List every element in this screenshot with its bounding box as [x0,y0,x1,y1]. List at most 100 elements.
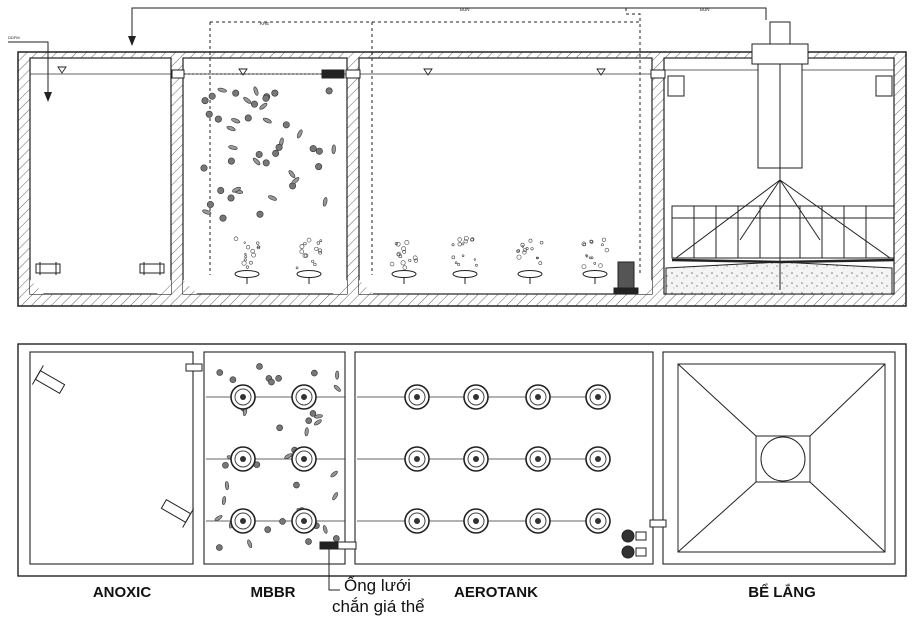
media-carrier [244,114,252,122]
plan-mixer-bottom [160,498,195,528]
disc-diffuser-ring [408,512,426,530]
disc-diffuser-center [301,456,307,462]
air-bubble [389,261,395,267]
media-carrier [293,481,300,489]
fillet [638,280,652,294]
settling-hopper [677,363,886,553]
media-carrier [276,424,283,432]
fillet [30,280,44,294]
disc-diffuser-center [535,518,541,524]
media-carrier [275,143,283,151]
media-carrier [216,369,224,376]
disc-diffuser-center [301,518,307,524]
disc-diffuser-ring [467,450,485,468]
air-bubble [601,243,604,247]
media-carrier [229,376,237,383]
disc-diffuser-ring [295,388,313,406]
media-carrier [253,86,259,96]
air-bubble [470,237,475,242]
air-bubble [302,253,308,258]
air-bubble [601,237,606,242]
disc-diffuser-center [473,456,479,462]
media-carrier [331,144,336,155]
media-carrier [262,159,270,167]
media-carrier [214,515,223,522]
air-bubble [319,239,323,243]
disc-diffuser-ring [234,388,252,406]
air-bubble [457,237,462,242]
media-carrier [227,194,235,202]
media-carrier [232,186,241,193]
disc-diffuser-ring [589,512,607,530]
air-bubble [604,247,609,253]
air-bubble [396,251,402,257]
air-bubble [585,254,588,257]
air-line-labels: BUN BUN KHE [260,7,710,26]
media-carrier [206,201,214,209]
air-bubble [473,258,476,261]
media-carrier [304,427,309,437]
media-carrier [228,145,238,150]
disc-diffuser-center [301,394,307,400]
air-bubble [313,262,317,266]
media-carrier [288,170,296,179]
disc-diffuser-ring [529,388,547,406]
media-carrier [333,535,340,542]
media-carrier [221,496,227,506]
air-bubble [412,255,418,261]
water-level-markers [57,66,606,76]
media-carrier [200,164,208,172]
disc-diffuser-center [414,394,420,400]
disc-diffuser-ring [408,388,426,406]
media-carrier [219,214,227,222]
disc-diffuser-ring [295,512,313,530]
media-carrier [255,150,263,158]
media-carrier [262,117,272,124]
inlet-arrow [128,36,136,46]
media-carrier [325,87,333,95]
air-bubble [299,249,305,254]
air-bubble [250,248,256,254]
air-bubble [475,263,478,267]
disc-diffuser-center [473,518,479,524]
media-carrier [322,525,328,534]
media-carrier [309,145,317,153]
section-diffusers [233,235,609,284]
air-bubble [408,258,412,262]
media-carrier [205,110,213,118]
media-carrier [201,97,209,105]
media-carrier [216,544,223,551]
air-bubble [536,256,539,260]
media-carrier [291,177,300,185]
media-carrier [224,481,229,491]
media-carrier [282,121,290,129]
air-bubble [581,241,587,247]
air-bubble [316,241,320,245]
diffuser [452,270,478,278]
media-carrier [250,100,258,108]
air-bubble [581,264,587,270]
air-bubble [588,256,592,260]
air-bubble [245,245,251,250]
sludge-pump [613,261,639,294]
diffuser [517,270,543,278]
media-carrier [217,87,227,93]
media-carrier [322,197,328,207]
media-carrier [333,384,341,392]
disc-diffuser-center [595,394,601,400]
mbbr-media [200,86,336,222]
media-carrier [268,378,275,386]
disc-diffuser-ring [467,388,485,406]
media-carrier [202,209,212,215]
media-carrier [214,115,222,123]
plan-view [17,343,907,591]
label-aerotank: AEROTANK [454,584,538,601]
air-bubble [256,241,260,245]
media-carrier [268,195,278,201]
air-bubble [516,254,522,260]
air-bubble [463,239,468,244]
air-bubble [314,246,319,251]
media-carrier [305,417,313,424]
plan-mixer-top [31,365,66,395]
